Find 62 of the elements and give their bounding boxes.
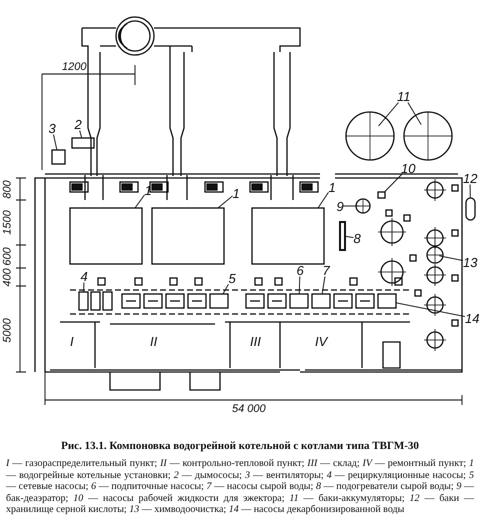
- dimension-label: 54 000: [232, 404, 266, 415]
- callout-number: 9: [336, 200, 344, 212]
- leader-line: [470, 184, 471, 198]
- acid-tank-symbol: [465, 197, 476, 221]
- leader-line: [134, 194, 145, 208]
- boiler-unit: [69, 207, 143, 265]
- callout-number: 5: [228, 272, 236, 284]
- fan-symbol: [51, 149, 66, 165]
- room-number: IV: [315, 336, 328, 347]
- water-treatment-circle: [426, 246, 444, 264]
- figure-caption: Рис. 13.1. Компоновка водогрейной котельной с котлами типа ТВГМ-30: [60, 440, 420, 452]
- storage-tank-circle: [403, 111, 453, 161]
- leader-line: [53, 134, 58, 150]
- callout-number: 8: [354, 232, 361, 244]
- leader-line: [222, 284, 229, 294]
- leader-line: [438, 255, 464, 262]
- callout-number: 1: [232, 186, 240, 200]
- callout-number: 6: [296, 264, 304, 276]
- storage-tank-circle: [345, 111, 395, 161]
- heater-bar: [339, 221, 346, 251]
- callout-number: 4: [80, 270, 88, 282]
- room-number: I: [70, 336, 74, 347]
- pump-symbol: [78, 291, 89, 311]
- pump-symbol: [377, 191, 386, 199]
- callout-number: 3: [48, 122, 56, 134]
- callout-number: 10: [401, 162, 416, 174]
- leader-line: [83, 282, 84, 292]
- leader-line: [322, 276, 326, 294]
- smoke-exhauster-symbol: [71, 137, 95, 149]
- callout-number: 13: [463, 256, 478, 268]
- boiler-unit: [251, 207, 325, 265]
- leader-line: [344, 236, 354, 238]
- leader-line: [378, 102, 399, 126]
- dimension-label: 800: [2, 180, 14, 199]
- callout-number: 1: [144, 184, 152, 196]
- leader-line: [384, 174, 402, 192]
- dimension-label: 1500: [2, 210, 14, 235]
- legend-text: I — газораспределительный пункт; II — контрольно-тепловой пункт; III — склад; IV — ремонтный пункт; 1 — водогрейные котельные установки; 2 — дымососы; 3 — вентиляторы; 4 — рециркуляционные насосы; 5 — сетевые насосы; 6 — подпиточные насосы; 7 — насосы сырой воды; 8 — подогреватели сырой воды; 9 — бак-деаэратор; 10 — насосы рабочей жидкости для эжектора; 11 — баки-аккумуляторы; 12 — баки — хранилище серной кислоты; 13 — химводоочистка; 14 — насосы декарбонизированной воды: [6, 458, 474, 516]
- leader-line: [298, 276, 300, 294]
- pump-symbol: [209, 293, 229, 309]
- room-number: II: [150, 336, 158, 347]
- callout-number: 11: [397, 90, 410, 102]
- callout-number: 2: [74, 118, 82, 130]
- leader-line: [218, 195, 233, 208]
- dimension-label: 5000: [2, 318, 14, 343]
- leader-line: [318, 192, 329, 208]
- pump-symbol: [377, 293, 397, 309]
- pump-symbol: [311, 293, 331, 309]
- leader-line: [407, 102, 422, 126]
- dimension-label: 600: [2, 247, 14, 266]
- leader-line: [79, 130, 82, 138]
- pump-symbol: [289, 293, 309, 309]
- deaerator-tank-circle: [355, 198, 371, 214]
- boiler-unit: [151, 207, 225, 265]
- dimension-label: 400: [2, 268, 14, 287]
- leader-line: [396, 302, 466, 318]
- callout-number: 7: [322, 264, 330, 276]
- callout-number: 1: [328, 180, 336, 194]
- callout-number: 12: [463, 172, 478, 184]
- dimension-label: 1200: [62, 62, 86, 73]
- room-number: III: [250, 336, 261, 347]
- callout-number: 14: [465, 312, 480, 324]
